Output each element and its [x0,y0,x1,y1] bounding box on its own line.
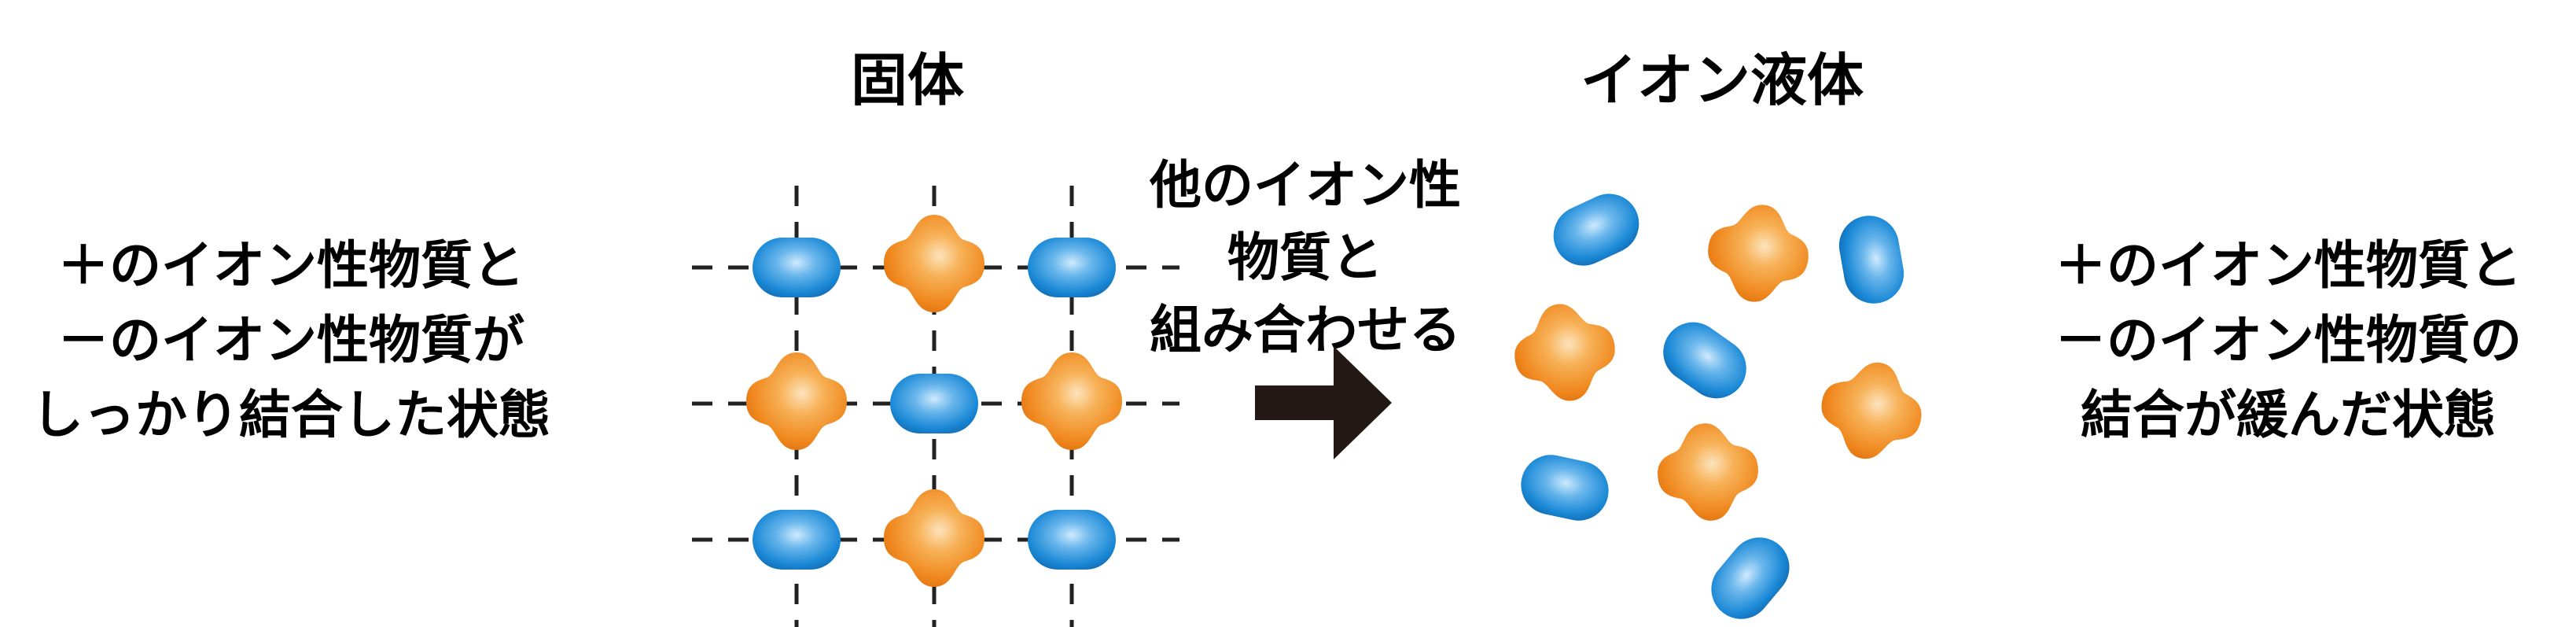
right-description-line-3: 結合が緩んだ状態 [2081,385,2496,445]
solid-lattice-ions [746,215,1122,587]
anion-icon [884,215,984,312]
cation-icon [1834,211,1909,308]
process-label-line-2: 物質と [1227,227,1383,288]
ionic-liquid-ions [1507,183,1931,627]
process-label: 他のイオン性 物質と 組み合わせる [1132,149,1478,367]
right-description-line-2: －のイオン性物質の [2055,310,2522,371]
cation-icon [1544,183,1649,276]
right-description-line-1: ＋のイオン性物質と [2055,235,2522,296]
left-description: ＋のイオン性物質と －のイオン性物質が しっかり結合した状態 [16,228,566,452]
cation-icon [1028,510,1116,570]
anion-icon [1507,295,1623,410]
cation-icon [753,238,841,297]
left-description-line-3: しっかり結合した状態 [31,385,550,445]
anion-icon [884,489,984,587]
process-label-line-3: 組み合わせる [1150,300,1461,360]
anion-icon [1021,352,1122,450]
left-description-line-2: －のイオン性物質が [57,310,524,371]
anion-icon [1812,352,1931,469]
cation-icon [1651,310,1758,411]
solid-title: 固体 [851,47,965,113]
cation-icon [753,510,841,570]
process-label-line-1: 他のイオン性 [1150,155,1461,216]
cation-icon [1515,449,1614,526]
anion-icon [1652,418,1764,526]
anion-icon [746,352,847,450]
left-description-line-1: ＋のイオン性物質と [57,235,524,296]
cation-icon [1698,525,1802,627]
cation-icon [1028,238,1116,297]
anion-icon [1701,197,1816,309]
right-arrow-icon [1255,346,1392,459]
cation-icon [890,374,978,433]
ionic-liquid-title: イオン液体 [1581,47,1864,113]
right-description: ＋のイオン性物質と －のイオン性物質の 結合が緩んだ状態 [2013,228,2563,452]
